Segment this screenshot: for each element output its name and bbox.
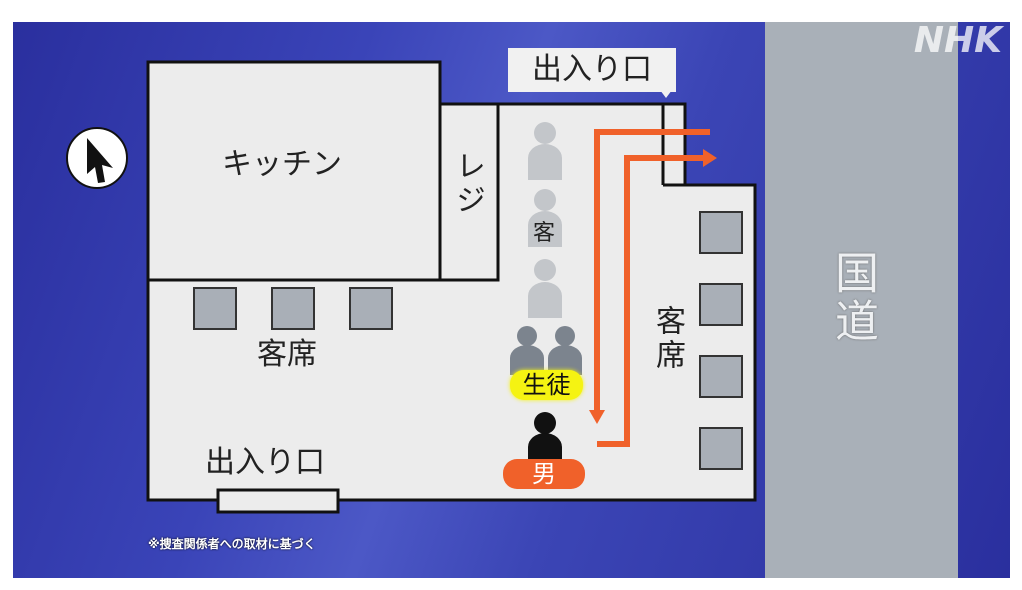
man-badge: 男 bbox=[503, 459, 585, 489]
entrance-top-callout: 出入り口 bbox=[508, 48, 676, 92]
north-arrow-icon bbox=[87, 138, 113, 183]
entrance-bottom-label: 出入り口 bbox=[205, 445, 325, 480]
arrowhead-down bbox=[589, 410, 605, 424]
table bbox=[699, 211, 743, 254]
road-label: 国道 bbox=[827, 250, 878, 346]
seats-left-label: 客席 bbox=[257, 337, 317, 372]
escape-arrows bbox=[594, 129, 710, 447]
students-badge: 生徒 bbox=[510, 370, 583, 400]
arrowhead-right bbox=[703, 149, 717, 167]
table bbox=[699, 427, 743, 470]
student-icons bbox=[510, 326, 582, 375]
seats-right-label: 客席 bbox=[650, 305, 685, 373]
arrow-route-2 bbox=[597, 155, 705, 447]
footnote: ※捜査関係者への取材に基づく bbox=[148, 537, 316, 551]
table bbox=[271, 287, 315, 330]
national-road bbox=[765, 22, 958, 578]
register-label: レジ bbox=[450, 150, 485, 218]
arrow-route-1 bbox=[594, 129, 710, 412]
man-icon bbox=[528, 412, 562, 465]
table bbox=[699, 283, 743, 326]
kitchen-label: キッチン bbox=[222, 147, 342, 182]
table bbox=[193, 287, 237, 330]
register-room bbox=[438, 102, 500, 282]
table bbox=[349, 287, 393, 330]
callout-pointer bbox=[660, 90, 672, 98]
nhk-logo: NHK bbox=[913, 20, 1002, 61]
table bbox=[699, 355, 743, 398]
customer-icons bbox=[528, 122, 562, 318]
customer-label: 客 bbox=[533, 221, 556, 246]
bottom-door bbox=[216, 488, 340, 514]
